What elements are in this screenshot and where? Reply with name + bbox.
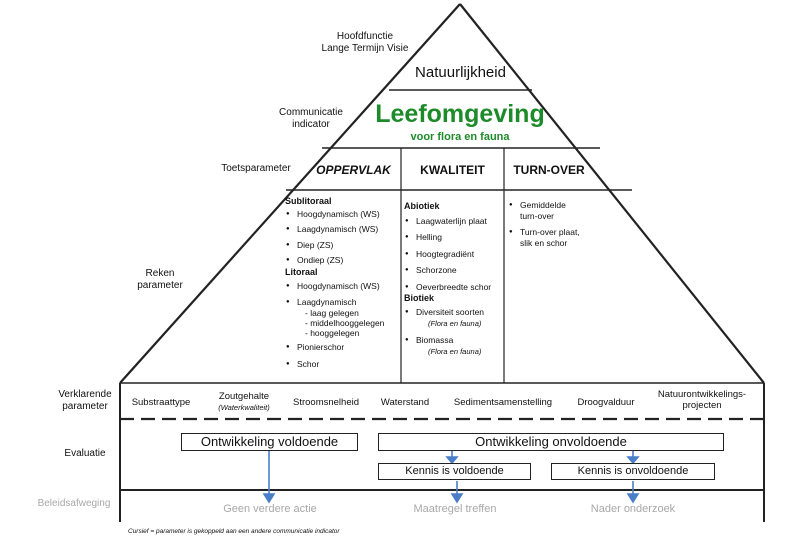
sublitoraal-item: Hoogdynamisch (WS) bbox=[285, 209, 401, 221]
pyramid-right-edge bbox=[459, 3, 765, 384]
sublitoraal-heading: Sublitoraal bbox=[285, 196, 332, 206]
abiotiek-heading: Abiotiek bbox=[404, 201, 440, 211]
litoraal-item: Hoogdynamisch (WS) bbox=[285, 281, 401, 293]
verklarend-sedimentsamenstelling: Sedimentsamenstelling bbox=[453, 397, 553, 408]
turnover-list: Gemiddelde turn-over Turn-over plaat, sl… bbox=[508, 200, 598, 249]
zoutgehalte-label: Zoutgehalte bbox=[218, 391, 270, 402]
pyramid-left-edge bbox=[119, 3, 461, 384]
communication-indicator-subtitle: voor flora en fauna bbox=[410, 131, 510, 143]
communication-indicator-title: Leefomgeving bbox=[375, 100, 545, 128]
verklarend-substraattype: Substraattype bbox=[131, 397, 191, 408]
outcome-maatregel-treffen: Maatregel treffen bbox=[413, 503, 497, 515]
label-hoofdfunctie: Hoofdfunctie Lange Termijn Visie bbox=[321, 31, 409, 54]
oppervlak-list: Sublitoraal Hoogdynamisch (WS) Laagdynam… bbox=[285, 196, 401, 370]
litoraal-item: Schor bbox=[285, 359, 401, 371]
biotiek-item: Diversiteit soorten bbox=[404, 307, 504, 319]
abiotiek-item: Laagwaterlijn plaat bbox=[404, 216, 504, 228]
toets-kwaliteit: KWALITEIT bbox=[420, 163, 485, 177]
zoutgehalte-note: (Waterkwaliteit) bbox=[218, 403, 270, 412]
verklarend-zoutgehalte: Zoutgehalte (Waterkwaliteit) bbox=[206, 391, 282, 413]
label-rekenparameter: Reken parameter bbox=[137, 268, 183, 291]
abiotiek-item: Hoogtegradiënt bbox=[404, 249, 504, 261]
sublitoraal-item: Ondiep (ZS) bbox=[285, 255, 401, 267]
toets-turnover: TURN-OVER bbox=[513, 163, 585, 177]
label-evaluatie: Evaluatie bbox=[64, 448, 106, 459]
label-communicatie-indicator: Communicatie indicator bbox=[279, 107, 343, 130]
litoraal-subitem: - hooggelegen bbox=[305, 328, 360, 338]
litoraal-subitem: - laag gelegen bbox=[305, 308, 359, 318]
litoraal-item: Laagdynamisch bbox=[285, 297, 401, 309]
verklarend-stroomsnelheid: Stroomsnelheid bbox=[292, 397, 359, 408]
eval-kennis-onvoldoende: Kennis is onvoldoende bbox=[551, 463, 715, 480]
outcome-nader-onderzoek: Nader onderzoek bbox=[590, 503, 676, 515]
turnover-item: Turn-over plaat, slik en schor bbox=[508, 227, 598, 249]
biotiek-note: (Flora en fauna) bbox=[428, 319, 482, 328]
label-verklarende-parameter: Verklarende parameter bbox=[58, 389, 112, 412]
verklarend-natuurontwikkeling: Natuurontwikkelings- projecten bbox=[657, 389, 747, 411]
label-beleidsafweging: Beleidsafweging bbox=[37, 498, 111, 509]
eval-ontwikkeling-voldoende: Ontwikkeling voldoende bbox=[181, 433, 358, 451]
biotiek-heading: Biotiek bbox=[404, 293, 435, 303]
label-toetsparameter: Toetsparameter bbox=[221, 163, 291, 174]
litoraal-subitem: - middelhooggelegen bbox=[305, 318, 385, 328]
eval-ontwikkeling-onvoldoende: Ontwikkeling onvoldoende bbox=[378, 433, 724, 451]
toets-oppervlak: OPPERVLAK bbox=[316, 163, 391, 177]
verklarend-droogvalduur: Droogvalduur bbox=[577, 397, 635, 408]
biotiek-item: Biomassa bbox=[404, 335, 504, 347]
sublitoraal-item: Laagdynamisch (WS) bbox=[285, 224, 401, 236]
kwaliteit-list: Abiotiek Laagwaterlijn plaat Helling Hoo… bbox=[404, 201, 504, 358]
outcome-geen-verdere-actie: Geen verdere actie bbox=[223, 503, 317, 515]
abiotiek-item: Schorzone bbox=[404, 265, 504, 277]
verklarend-waterstand: Waterstand bbox=[380, 397, 430, 408]
eval-kennis-voldoende: Kennis is voldoende bbox=[378, 463, 531, 480]
abiotiek-item: Helling bbox=[404, 232, 504, 244]
litoraal-item: Pionierschor bbox=[285, 342, 401, 354]
biotiek-note: (Flora en fauna) bbox=[428, 347, 482, 356]
litoraal-heading: Litoraal bbox=[285, 266, 318, 277]
turnover-item: Gemiddelde turn-over bbox=[508, 200, 598, 222]
apex-natuurlijkheid: Natuurlijkheid bbox=[415, 64, 506, 81]
footnote: Cursief = parameter is gekoppeld aan een… bbox=[128, 528, 340, 535]
arrows bbox=[262, 450, 640, 504]
sublitoraal-item: Diep (ZS) bbox=[285, 240, 401, 252]
abiotiek-item: Oeverbreedte schor bbox=[404, 282, 504, 294]
